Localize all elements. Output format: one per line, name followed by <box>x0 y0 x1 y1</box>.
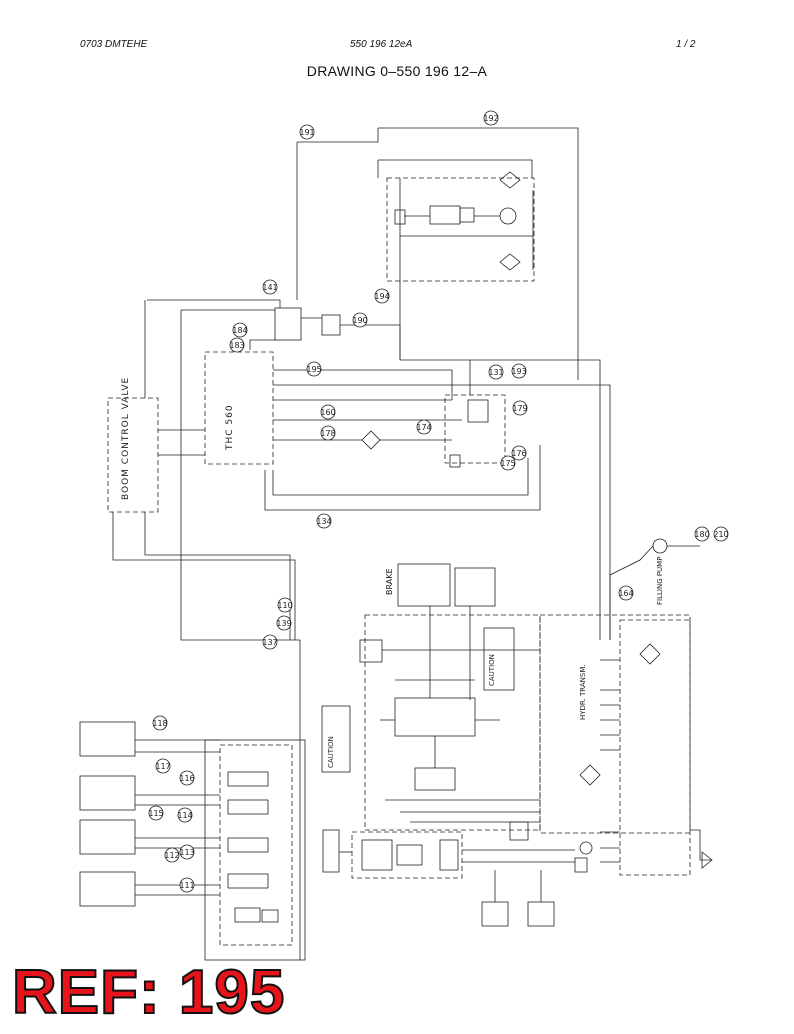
stabilizer-cyl-left-rear <box>79 819 136 855</box>
callout-110: 110 <box>277 597 293 613</box>
callout-111: 111 <box>179 877 195 893</box>
callout-113-label: 113 <box>179 848 194 857</box>
brake-unit-left <box>397 563 451 607</box>
callout-160-label: 160 <box>320 408 335 417</box>
callout-191-label: 191 <box>299 128 314 137</box>
callout-113: 113 <box>179 844 195 860</box>
filling-pump-label: FILLING PUMP <box>656 557 664 605</box>
stabilizer-valve-block <box>219 744 293 946</box>
thc-560-box <box>204 351 274 465</box>
hydr-transm-box <box>619 619 691 876</box>
callout-179: 179 <box>512 400 528 416</box>
callout-178-label: 178 <box>320 429 335 438</box>
callout-117: 117 <box>155 758 171 774</box>
callout-175-label: 175 <box>500 459 515 468</box>
callout-180-label: 180 <box>694 530 709 539</box>
callout-192: 192 <box>483 110 499 126</box>
callout-116: 116 <box>179 770 195 786</box>
callout-131: 131 <box>488 364 504 380</box>
callout-178: 178 <box>320 425 336 441</box>
top-filter-unit <box>386 177 535 282</box>
callout-195: 195 <box>306 361 322 377</box>
boom-control-valve-box <box>107 397 159 513</box>
callout-112-label: 112 <box>164 851 179 860</box>
callout-190-label: 190 <box>352 316 367 325</box>
callout-116-label: 116 <box>179 774 194 783</box>
callout-112: 112 <box>164 847 180 863</box>
callout-115: 115 <box>148 805 164 821</box>
callout-176: 176 <box>511 445 527 461</box>
stabilizer-cyl-left-front <box>79 721 136 757</box>
callout-160: 160 <box>320 404 336 420</box>
callout-175: 175 <box>500 455 516 471</box>
callout-139-label: 139 <box>276 619 291 628</box>
caution-plate-left <box>321 705 351 773</box>
callout-183: 183 <box>229 337 245 353</box>
header-doc-code: 0703 DMTEHE <box>80 39 148 50</box>
callout-193: 193 <box>511 363 527 379</box>
callout-193-label: 193 <box>511 367 526 376</box>
callout-179-label: 179 <box>512 404 527 413</box>
callout-191: 191 <box>299 124 315 140</box>
callout-114: 114 <box>177 807 193 823</box>
callout-141: 141 <box>262 279 278 295</box>
center-valve-block <box>444 394 506 464</box>
brake-unit-right <box>454 567 496 607</box>
header-page-number: 1 / 2 <box>676 39 696 50</box>
callout-180: 180 <box>694 526 710 542</box>
reference-label: REF: 195 <box>11 958 286 1027</box>
callout-115-label: 115 <box>148 809 163 818</box>
line-192 <box>378 127 579 380</box>
callout-110-label: 110 <box>277 601 292 610</box>
filling-pump-motor <box>652 538 668 554</box>
callout-139: 139 <box>276 615 292 631</box>
stabilizer-cyl-right-front <box>79 775 136 811</box>
callout-174-label: 174 <box>416 423 431 432</box>
callout-137: 137 <box>262 634 278 650</box>
callout-184-label: 184 <box>232 326 247 335</box>
hydr-transm-label: HYDR. TRANSM. <box>579 664 587 720</box>
callout-192-label: 192 <box>483 114 498 123</box>
thc-560-label: THC 560 <box>225 404 235 451</box>
callout-114-label: 114 <box>177 811 192 820</box>
bottom-control-block <box>351 831 463 879</box>
header-drawing-number: 550 196 12eA <box>350 39 413 50</box>
callout-141-label: 141 <box>262 283 277 292</box>
callout-164: 164 <box>618 585 634 601</box>
caution-right-label: CAUTION <box>488 654 496 686</box>
callout-164-label: 164 <box>618 589 633 598</box>
callout-184: 184 <box>232 322 248 338</box>
callout-190: 190 <box>352 312 368 328</box>
callout-118-label: 118 <box>152 719 167 728</box>
caution-plate-right <box>483 627 515 691</box>
boom-control-valve-label: BOOM CONTROL VALVE <box>121 377 131 500</box>
callout-195-label: 195 <box>306 365 321 374</box>
callout-174: 174 <box>416 419 432 435</box>
stabilizer-cyl-right-rear <box>79 871 136 907</box>
callout-210: 210 <box>713 526 729 542</box>
callout-194-label: 194 <box>374 292 389 301</box>
callout-137-label: 137 <box>262 638 277 647</box>
callout-134-label: 134 <box>316 517 331 526</box>
callout-134: 134 <box>316 513 332 529</box>
drawing-title: DRAWING 0–550 196 12–A <box>306 63 488 79</box>
callout-117-label: 117 <box>155 762 170 771</box>
callout-176-label: 176 <box>511 449 526 458</box>
caution-left-label: CAUTION <box>327 736 335 768</box>
callout-183-label: 183 <box>229 341 244 350</box>
callout-111-label: 111 <box>179 881 194 890</box>
callout-118: 118 <box>152 715 168 731</box>
brake-label: BRAKE <box>385 569 394 596</box>
callout-131-label: 131 <box>488 368 503 377</box>
callout-194: 194 <box>374 288 390 304</box>
callout-210-label: 210 <box>713 530 728 539</box>
